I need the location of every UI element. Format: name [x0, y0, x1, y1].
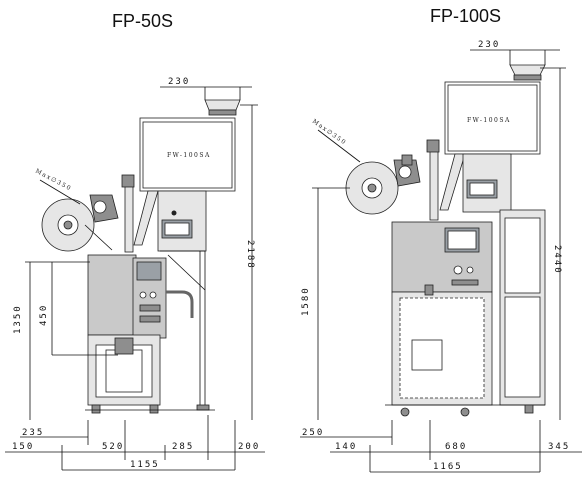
right-machine: FW-100SA Max∅350	[311, 64, 546, 417]
right-title: FP-100S	[430, 6, 501, 26]
left-dimensions: 230 2188 1350 450 235 150 520 285 200 11…	[5, 77, 265, 471]
left-dim-1155: 1155	[130, 460, 160, 470]
right-hopper	[509, 64, 546, 76]
right-dim-1165: 1165	[433, 462, 463, 472]
right-dim-250: 250	[302, 428, 324, 438]
right-dim-2440: 2440	[552, 245, 562, 275]
left-hopper	[204, 99, 241, 111]
right-dim-230: 230	[478, 40, 500, 50]
left-dim-150: 150	[12, 442, 34, 452]
left-dim-200: 200	[238, 442, 260, 452]
left-dim-285: 285	[172, 442, 194, 452]
right-dimensions: 230 2440 1580 250 140 680 345 1165	[300, 40, 582, 473]
right-dim-140: 140	[335, 442, 357, 452]
left-title: FP-50S	[112, 11, 173, 31]
left-dim-230: 230	[168, 77, 190, 87]
left-dim-450: 450	[39, 304, 49, 326]
right-roll-label: Max∅350	[311, 118, 348, 147]
left-dim-1350: 1350	[13, 304, 23, 334]
right-weigher-label: FW-100SA	[467, 117, 511, 124]
left-weigher-label: FW-100SA	[167, 152, 211, 159]
left-dim-2188: 2188	[245, 240, 255, 270]
left-main-body	[87, 254, 137, 336]
right-dim-345: 345	[548, 442, 570, 452]
right-dim-1580: 1580	[301, 286, 311, 316]
left-dim-235: 235	[22, 428, 44, 438]
left-dim-520: 520	[102, 442, 124, 452]
left-roll-label: Max∅350	[34, 168, 73, 193]
left-machine: FW-100SA Max∅350	[34, 99, 241, 414]
right-dim-680: 680	[445, 442, 467, 452]
